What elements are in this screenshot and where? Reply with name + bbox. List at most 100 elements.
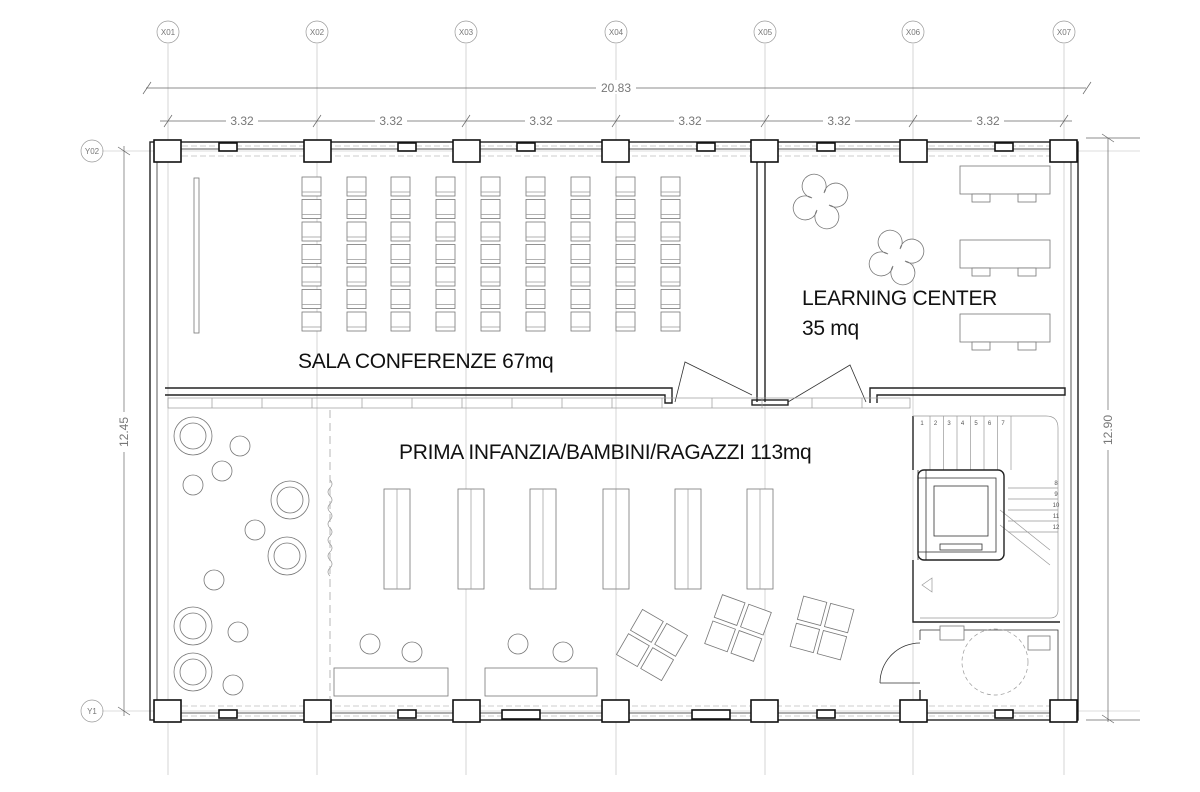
axis-label: X04 <box>609 28 624 37</box>
stair-step-number: 11 <box>1053 514 1060 520</box>
chair <box>480 176 501 197</box>
axis-marker: X05 <box>753 20 777 44</box>
chair <box>525 176 546 197</box>
chair <box>301 176 322 197</box>
chair <box>570 221 591 242</box>
room-label-children: PRIMA INFANZIA/BAMBINI/RAGAZZI 113mq <box>399 441 811 464</box>
chair <box>301 266 322 287</box>
stair-step-number: 8 <box>1054 481 1058 487</box>
chair <box>301 289 322 309</box>
chair <box>525 289 546 309</box>
chair <box>615 266 636 287</box>
axis-marker: X02 <box>305 20 329 44</box>
room-label-conference: SALA CONFERENZE 67mq <box>298 350 553 373</box>
chair <box>660 176 681 197</box>
chair <box>480 244 501 264</box>
chair <box>435 266 456 287</box>
height-right-label: 12.90 <box>1101 415 1115 445</box>
chair <box>660 199 681 219</box>
stair-step-number: 10 <box>1053 503 1060 509</box>
stair-step-number: 1 <box>920 421 924 427</box>
stair-step-number: 6 <box>988 421 992 427</box>
chair <box>390 199 411 219</box>
chair <box>525 266 546 287</box>
chair <box>480 221 501 242</box>
chair <box>615 311 636 332</box>
axis-marker: X04 <box>604 20 628 44</box>
chair <box>615 244 636 264</box>
room-label-learning-center: LEARNING CENTER <box>802 287 997 310</box>
chair <box>570 311 591 332</box>
axis-label: X05 <box>758 28 773 37</box>
axis-marker: Y02 <box>80 139 104 163</box>
stair-step-number: 4 <box>961 421 965 427</box>
chair <box>615 221 636 242</box>
chair <box>390 311 411 332</box>
chair <box>301 221 322 242</box>
stair-step-number: 7 <box>1001 421 1005 427</box>
overall-width-label: 20.83 <box>601 81 631 95</box>
chair <box>615 289 636 309</box>
axis-label: X01 <box>161 28 176 37</box>
bay-width-label: 3.32 <box>827 114 851 128</box>
chair <box>480 266 501 287</box>
stair-step-number: 9 <box>1054 492 1058 498</box>
height-left-label: 12.45 <box>117 417 131 447</box>
structural-columns <box>153 139 1078 723</box>
chair <box>660 221 681 242</box>
chair <box>390 289 411 309</box>
stair-step-number: 3 <box>947 421 951 427</box>
chair <box>525 199 546 219</box>
chair <box>390 176 411 197</box>
chair <box>570 199 591 219</box>
axis-marker: X07 <box>1052 20 1076 44</box>
chair <box>301 199 322 219</box>
chair <box>435 311 456 332</box>
axis-label: X02 <box>310 28 325 37</box>
axis-marker: X03 <box>454 20 478 44</box>
interior-walls <box>165 157 1066 705</box>
axis-label: Y1 <box>87 707 97 716</box>
chair <box>525 311 546 332</box>
chair <box>346 176 367 197</box>
stair-step-number: 5 <box>974 421 978 427</box>
chair <box>660 311 681 332</box>
axis-label: X07 <box>1057 28 1072 37</box>
axis-marker: Y1 <box>80 699 104 723</box>
chair <box>615 176 636 197</box>
chair <box>570 244 591 264</box>
chair <box>660 289 681 309</box>
chair <box>435 176 456 197</box>
axis-marker: X01 <box>156 20 180 44</box>
chair <box>435 289 456 309</box>
chair <box>525 221 546 242</box>
axis-label: Y02 <box>85 147 100 156</box>
bay-width-label: 3.32 <box>230 114 254 128</box>
chair <box>615 199 636 219</box>
axis-label: X03 <box>459 28 474 37</box>
dimension-labels: 20.83 3.32 3.32 3.32 3.32 3.32 3.32 12.4… <box>116 80 1116 452</box>
chair <box>301 244 322 264</box>
chair <box>301 311 322 332</box>
chair <box>346 221 367 242</box>
learning-center-furniture <box>792 165 1051 351</box>
chair <box>346 311 367 332</box>
conference-furniture <box>193 176 681 334</box>
chair <box>570 176 591 197</box>
chair <box>480 289 501 309</box>
axis-markers-left: Y02 Y1 <box>80 139 104 723</box>
chair <box>435 244 456 264</box>
chair <box>660 266 681 287</box>
chair <box>346 244 367 264</box>
axis-marker: X06 <box>901 20 925 44</box>
chair <box>660 244 681 264</box>
chair <box>346 266 367 287</box>
chair <box>435 199 456 219</box>
bay-width-label: 3.32 <box>529 114 553 128</box>
chair <box>390 244 411 264</box>
chair <box>570 289 591 309</box>
stair-step-number: 12 <box>1053 525 1060 531</box>
